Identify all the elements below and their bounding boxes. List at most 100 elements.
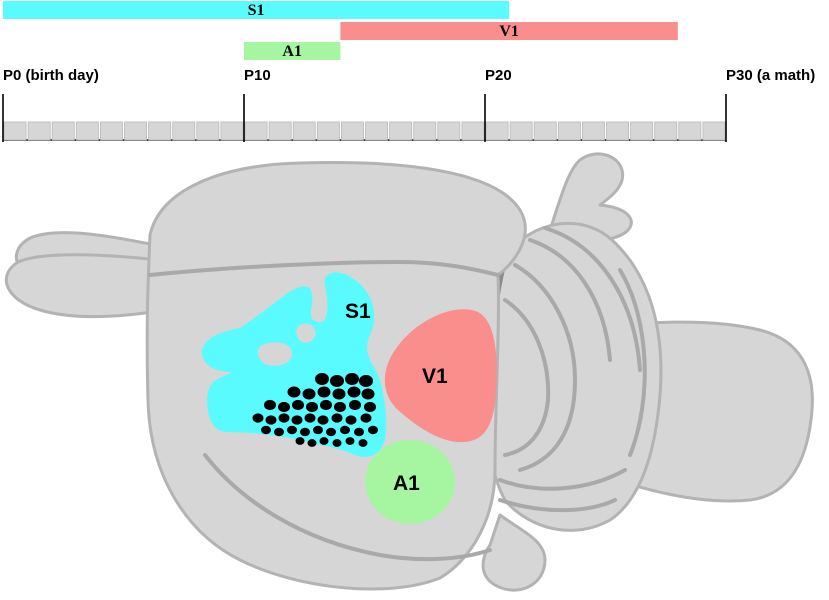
barrel [292, 399, 304, 411]
barrel [332, 439, 342, 447]
barrel [291, 415, 303, 425]
barrel [295, 437, 305, 445]
tick-label: P10 [244, 67, 271, 84]
day-cell [557, 121, 581, 141]
cerebellar-fold-1 [528, 238, 612, 362]
barrel [278, 413, 290, 423]
barrel [307, 439, 317, 447]
tick-labels: P0 (birth day) P10 P20 P30 (a math) [3, 67, 815, 84]
barrel [345, 415, 357, 425]
day-cell [340, 121, 364, 141]
day-cell [485, 121, 509, 141]
s1-region-label: S1 [345, 300, 371, 323]
day-cell [292, 121, 316, 141]
day-cell [389, 121, 413, 141]
barrel [354, 427, 364, 437]
day-cell [100, 121, 123, 141]
barrel [347, 386, 361, 398]
barrel [361, 388, 375, 400]
period-bar-s1 [3, 1, 510, 19]
cerebellar-fold-2 [543, 226, 642, 372]
day-cell [124, 121, 148, 141]
day-cell [3, 121, 27, 141]
day-cell [27, 121, 51, 141]
tick-label: P20 [485, 67, 512, 84]
day-cell [582, 121, 605, 141]
day-cell [51, 121, 75, 141]
tick-label: P30 (a math) [726, 67, 815, 84]
v1-region-label: V1 [422, 365, 448, 388]
day-cell [461, 121, 485, 141]
pons-extension [481, 513, 547, 592]
barrel [304, 413, 316, 423]
day-cell [365, 121, 389, 141]
barrel [278, 401, 290, 413]
hemisphere-top-line [148, 259, 500, 277]
barrel [364, 401, 376, 413]
v1-region [384, 309, 497, 443]
barrel [360, 413, 372, 423]
day-cell [654, 121, 678, 141]
day-cell [196, 121, 220, 141]
barrel [330, 375, 344, 387]
day-cell [220, 121, 244, 141]
barrel [274, 427, 284, 437]
barrel [359, 375, 373, 387]
cerebellar-fold-4 [503, 298, 551, 457]
s1-gap-1 [257, 342, 293, 366]
hemisphere-bottom-line [203, 453, 492, 562]
cerebellar-fold-3 [513, 263, 578, 472]
day-cell [316, 121, 340, 141]
barrel [261, 425, 271, 435]
day-cell [413, 121, 437, 141]
day-cells [3, 121, 726, 141]
barrel [320, 399, 332, 411]
cerebellar-fold-6 [498, 468, 627, 491]
barrel-field [252, 373, 378, 447]
period-bar-label: A1 [282, 43, 302, 60]
barrel [287, 425, 297, 435]
barrel [264, 399, 276, 411]
period-bar-a1 [244, 42, 341, 60]
day-cell [509, 121, 533, 141]
a1-region [365, 440, 455, 524]
day-cell [244, 121, 268, 141]
barrel [331, 413, 343, 423]
barrel [319, 437, 329, 445]
mouse-brain-illustration: S1 V1 A1 [4, 152, 814, 592]
barrel [368, 425, 378, 435]
tick-marks [2, 94, 727, 142]
timeline-track [2, 94, 727, 142]
cerebellar-fold-7 [498, 498, 617, 513]
period-bar-v1 [340, 22, 678, 40]
barrel [340, 425, 350, 435]
day-cell [533, 121, 557, 141]
day-cell [606, 121, 630, 141]
barrel [252, 413, 264, 423]
barrel [302, 388, 316, 400]
barrel [306, 401, 318, 413]
period-bar-label: S1 [248, 2, 265, 19]
barrel [300, 427, 310, 437]
barrel [326, 427, 336, 437]
barrel [349, 399, 361, 411]
tick-label: P0 (birth day) [3, 67, 99, 84]
barrel [313, 425, 323, 435]
day-cell [75, 121, 99, 141]
day-cell [702, 121, 726, 141]
barrel [334, 401, 346, 413]
day-cell [268, 121, 292, 141]
s1-gap-2 [296, 323, 316, 343]
period-bar-label: V1 [499, 23, 519, 40]
barrel [315, 373, 329, 385]
barrel [358, 439, 368, 447]
a1-region-label: A1 [393, 472, 420, 495]
barrel [345, 437, 355, 445]
day-cell [148, 121, 172, 141]
barrel [265, 415, 277, 425]
day-cell [678, 121, 702, 141]
barrel [317, 415, 329, 425]
